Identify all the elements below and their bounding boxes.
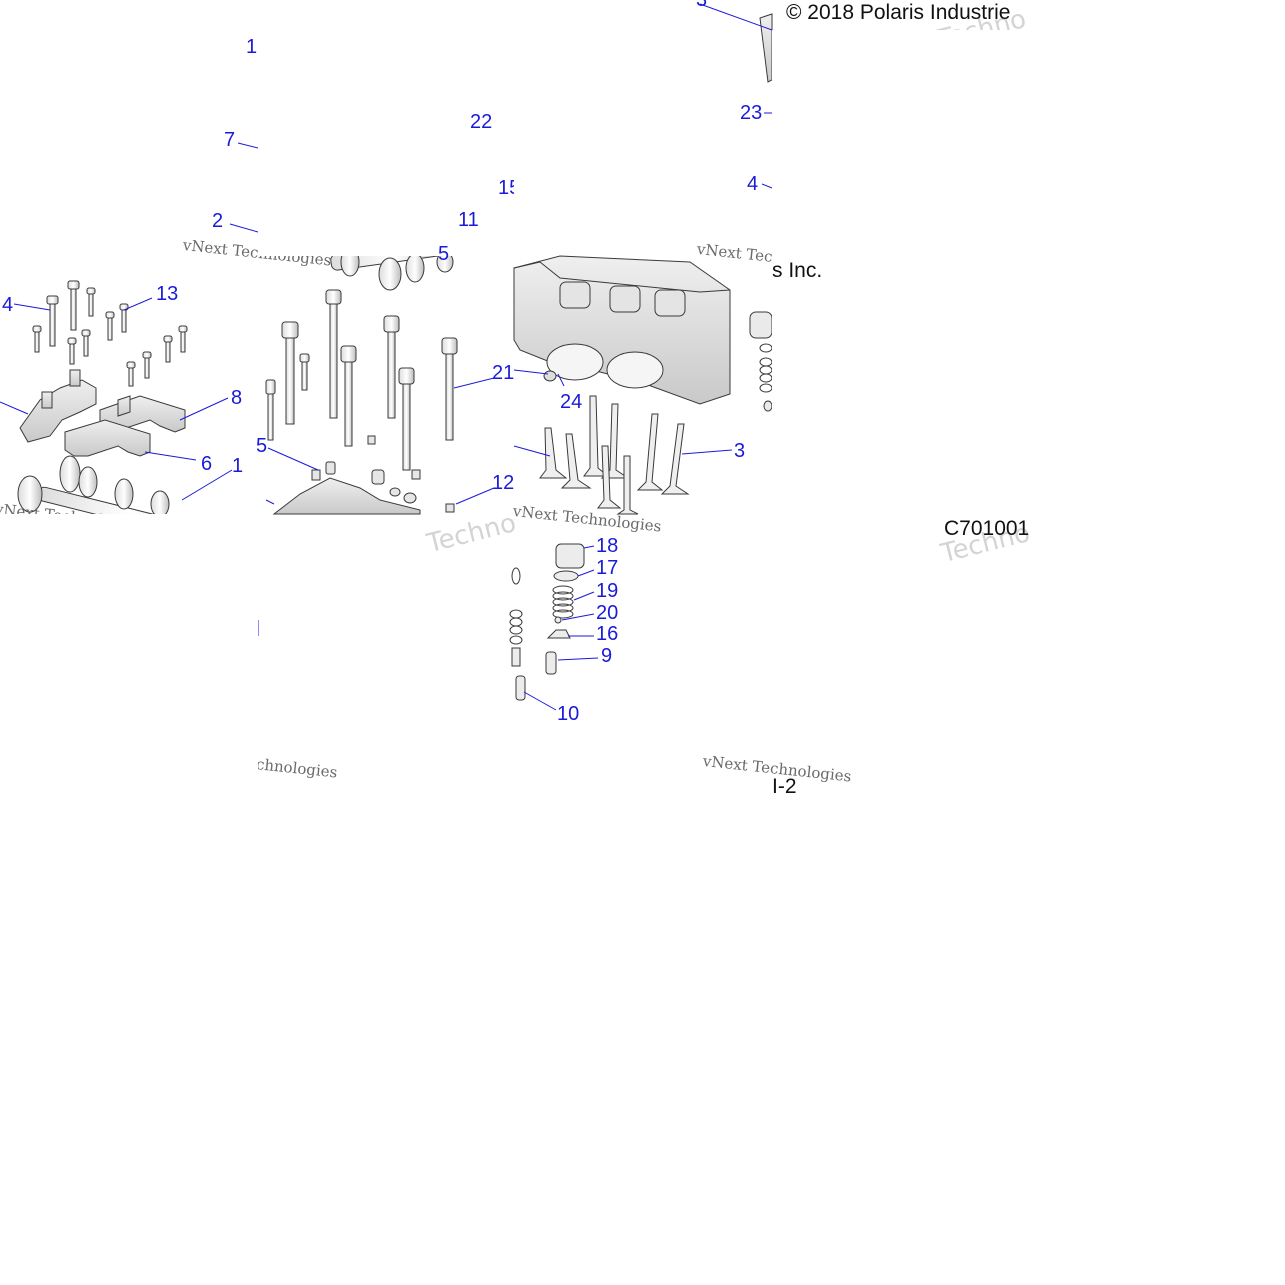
callout-21: 21	[492, 362, 515, 384]
blank-region	[258, 514, 514, 1285]
callout-12: 12	[492, 472, 515, 494]
callout-3: 3	[696, 0, 708, 11]
callout-22: 22	[470, 111, 493, 133]
blank-region	[772, 514, 1285, 1285]
valves	[539, 395, 690, 515]
callout-5: 5	[438, 243, 450, 265]
callout-16: 16	[596, 623, 619, 645]
callout-10: 10	[557, 703, 580, 725]
cylinder-head	[513, 255, 731, 405]
callout-17: 17	[596, 557, 619, 579]
cam-cap-lower	[64, 419, 151, 457]
valve-spring-partial	[509, 567, 523, 667]
page-reference: I-2	[772, 775, 797, 798]
copyright-text: © 2018 Polaris Industrie	[786, 1, 1011, 24]
figure-code: C701001	[944, 517, 1030, 540]
callout-9: 9	[601, 645, 613, 667]
callout-8: 8	[231, 387, 243, 409]
callout-1: 1	[232, 455, 244, 477]
tappet-partial	[749, 311, 773, 412]
head-bolts	[265, 289, 458, 471]
callout-15: 15	[498, 178, 514, 198]
callout-23: 23	[740, 102, 763, 124]
copyright-tail-text: s Inc.	[772, 259, 823, 282]
callout-11: 11	[458, 209, 479, 231]
callout-6: 6	[201, 453, 213, 475]
cam-cap-left	[19, 369, 97, 443]
callout-3: 3	[734, 440, 746, 462]
callout-4: 4	[2, 294, 14, 316]
blank-region	[772, 30, 1285, 260]
callout-5: 5	[256, 435, 268, 457]
valve-train-stack	[515, 543, 585, 701]
callout-24: 24	[560, 391, 583, 413]
blank-region	[514, 0, 772, 256]
dowels	[311, 435, 455, 513]
callout-19: 19	[596, 580, 619, 602]
blank-region	[0, 514, 258, 1285]
callout-4: 4	[747, 173, 759, 195]
callout-13: 13	[156, 283, 179, 305]
callout-2: 2	[212, 210, 224, 232]
callout-7: 7	[224, 129, 236, 151]
callout-18: 18	[596, 535, 619, 557]
callout-1: 1	[246, 36, 258, 58]
cam-cap-upper	[99, 395, 186, 433]
cylinder-head-lower	[272, 477, 421, 515]
blank-region	[258, 0, 514, 256]
blank-region	[772, 260, 1285, 514]
callout-20: 20	[596, 602, 619, 624]
bolt-set-left	[32, 280, 188, 387]
